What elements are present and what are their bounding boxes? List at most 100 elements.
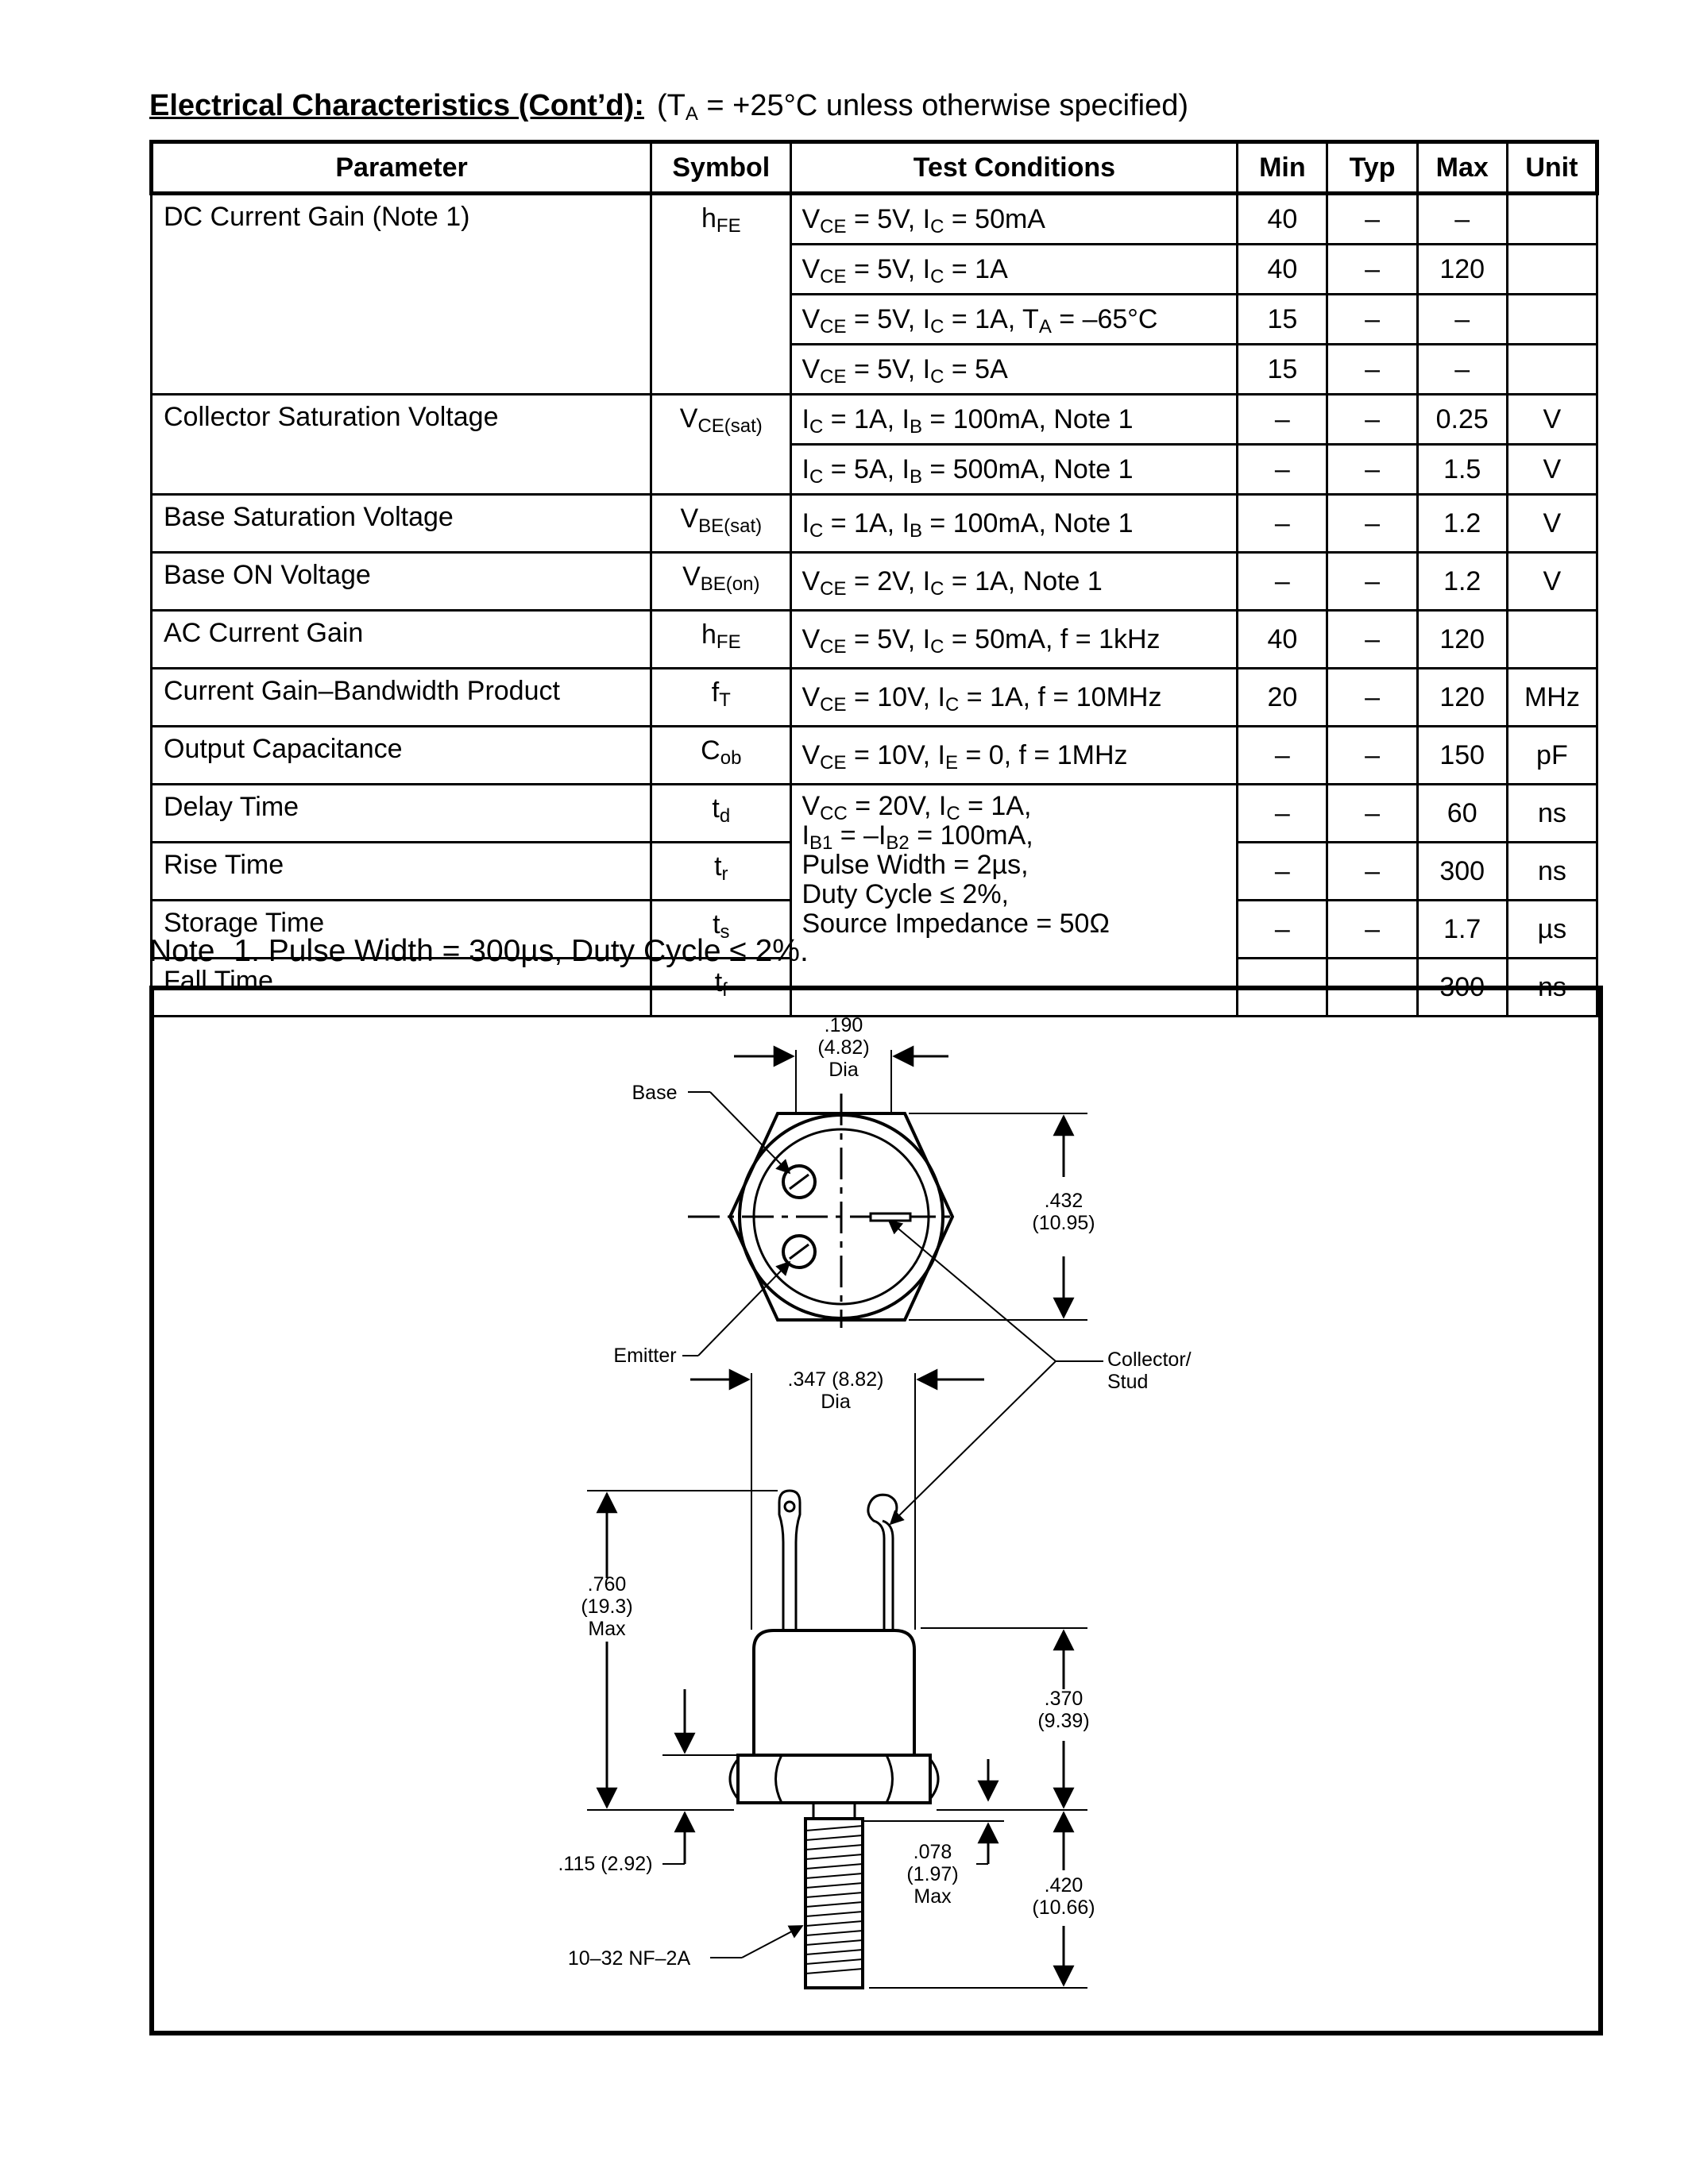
dim-label: .420	[1045, 1874, 1083, 1897]
typ-cell: –	[1326, 393, 1419, 446]
parameter-cell: AC Current Gain	[149, 609, 653, 669]
conditions-note: (TA = +25°C unless otherwise specified)	[656, 89, 1189, 125]
parameter-cell: Base Saturation Voltage	[149, 493, 653, 554]
unit-cell: V	[1505, 443, 1599, 496]
max-cell: 120	[1416, 667, 1508, 727]
test-condition-cell: VCE = 5V, IC = 50mA, f = 1kHz	[790, 609, 1239, 669]
table-row: IC = 5A, IB = 500mA, Note 1 – – 1.5 V	[152, 443, 1599, 496]
hex-nut	[736, 1754, 932, 1804]
electrical-characteristics-table: Parameter Symbol Test Conditions Min Typ…	[149, 140, 1599, 1017]
base-pin	[782, 1164, 817, 1199]
test-condition-cell: VCE = 10V, IE = 0, f = 1MHz	[790, 725, 1239, 785]
min-cell: 15	[1236, 293, 1329, 345]
test-condition-cell: VCE = 5V, IC = 1A, TA = –65°C	[790, 293, 1239, 345]
min-cell: –	[1236, 841, 1329, 901]
test-condition-cell: VCE = 5V, IC = 1A	[790, 243, 1239, 295]
typ-cell: –	[1326, 243, 1419, 295]
package-outline-svg: .190 (4.82) Dia Base .432 (10.95) Emitte…	[558, 1014, 1192, 1989]
dim-label: Max	[588, 1618, 626, 1640]
header-max: Max	[1416, 141, 1508, 195]
max-cell: 0.25	[1416, 393, 1508, 446]
top-view	[682, 1045, 1103, 1526]
dim-label: (19.3)	[581, 1596, 632, 1618]
table-row: Rise Time tr – – 300 ns	[149, 841, 1599, 901]
typ-cell: –	[1326, 551, 1419, 612]
collector-tab	[869, 1212, 912, 1222]
section-title: Electrical Characteristics (Cont’d):	[149, 89, 644, 122]
symbol-cell: VBE(on)	[650, 551, 793, 612]
dimension-labels: .190 (4.82) Dia Base .432 (10.95) Emitte…	[558, 1014, 1191, 1970]
dim-label: Max	[914, 1885, 952, 1908]
dim-label: .347 (8.82)	[788, 1368, 884, 1391]
thread-label: 10–32 NF–2A	[568, 1947, 691, 1970]
unit-cell: pF	[1505, 725, 1599, 785]
max-cell: –	[1416, 343, 1508, 396]
header-symbol: Symbol	[650, 141, 793, 195]
min-cell: 40	[1236, 609, 1329, 669]
leader-line	[697, 1260, 791, 1356]
emitter-label: Emitter	[613, 1345, 676, 1367]
max-cell: 1.5	[1416, 443, 1508, 496]
parameter-cell: Delay Time	[149, 783, 653, 843]
dim-label: .115 (2.92)	[558, 1853, 652, 1875]
note-label: Note	[149, 934, 215, 968]
parameter-cell: Current Gain–Bandwidth Product	[149, 667, 653, 727]
unit-cell: V	[1505, 493, 1599, 554]
table-row: Base ON Voltage VBE(on) VCE = 2V, IC = 1…	[149, 551, 1599, 612]
min-cell: –	[1236, 393, 1329, 446]
dim-label: Dia	[829, 1059, 859, 1081]
symbol-cell: VCE(sat)	[650, 393, 793, 496]
table-row: VCE = 5V, IC = 1A 40 – 120	[152, 243, 1599, 295]
hex-nut-face	[885, 1754, 894, 1804]
parameter-cell: Rise Time	[149, 841, 653, 901]
collector-lead	[867, 1493, 898, 1630]
parameter-cell: Base ON Voltage	[149, 551, 653, 612]
dim-label: .370	[1045, 1688, 1083, 1710]
min-cell: –	[1236, 783, 1329, 843]
test-condition-cell: IC = 5A, IB = 500mA, Note 1	[790, 443, 1239, 496]
typ-cell: –	[1326, 293, 1419, 345]
base-pin-slot	[789, 1173, 809, 1190]
dim-label: (10.95)	[1032, 1212, 1095, 1234]
parameter-cell: Output Capacitance	[149, 725, 653, 785]
symbol-cell: fT	[650, 667, 793, 727]
test-condition-cell: IC = 1A, IB = 100mA, Note 1	[790, 393, 1239, 446]
unit-cell	[1505, 609, 1599, 669]
parameter-cell: Storage Time	[149, 899, 653, 959]
leader-line	[741, 1925, 804, 1958]
typ-cell: –	[1326, 667, 1419, 727]
hex-nut-edge	[728, 1758, 740, 1800]
header-unit: Unit	[1505, 141, 1599, 195]
base-label: Base	[632, 1082, 678, 1104]
collector-lead-outline	[882, 1519, 894, 1630]
max-cell: 300	[1416, 841, 1508, 901]
min-cell: 40	[1236, 192, 1329, 245]
collector-label: Collector/	[1107, 1349, 1192, 1371]
package-outline-drawing: .190 (4.82) Dia Base .432 (10.95) Emitte…	[149, 986, 1603, 2035]
dim-label: (4.82)	[817, 1036, 869, 1059]
unit-cell: MHz	[1505, 667, 1599, 727]
dim-label: .760	[588, 1573, 627, 1596]
lead-eyelet	[783, 1500, 796, 1513]
table-row: Delay Time td VCC = 20V, IC = 1A, IB1 = …	[149, 783, 1599, 1017]
unit-cell: ns	[1505, 783, 1599, 843]
leader-line	[709, 1091, 791, 1175]
symbol-cell: td	[650, 783, 793, 843]
symbol-cell: Cob	[650, 725, 793, 785]
typ-cell: –	[1326, 443, 1419, 496]
header-test-conditions: Test Conditions	[790, 141, 1239, 195]
test-condition-cell: VCE = 5V, IC = 5A	[790, 343, 1239, 396]
collector-label: Stud	[1107, 1371, 1148, 1393]
table-row: DC Current Gain (Note 1) hFE VCE = 5V, I…	[149, 192, 1599, 396]
max-cell: 1.2	[1416, 493, 1508, 554]
unit-cell: ns	[1505, 841, 1599, 901]
max-cell: 120	[1416, 609, 1508, 669]
min-cell: –	[1236, 725, 1329, 785]
hex-nut-face	[774, 1754, 783, 1804]
unit-cell	[1505, 192, 1599, 245]
test-condition-cell: VCE = 2V, IC = 1A, Note 1	[790, 551, 1239, 612]
table-row: AC Current Gain hFE VCE = 5V, IC = 50mA,…	[149, 609, 1599, 669]
max-cell: 150	[1416, 725, 1508, 785]
symbol-cell: hFE	[650, 609, 793, 669]
